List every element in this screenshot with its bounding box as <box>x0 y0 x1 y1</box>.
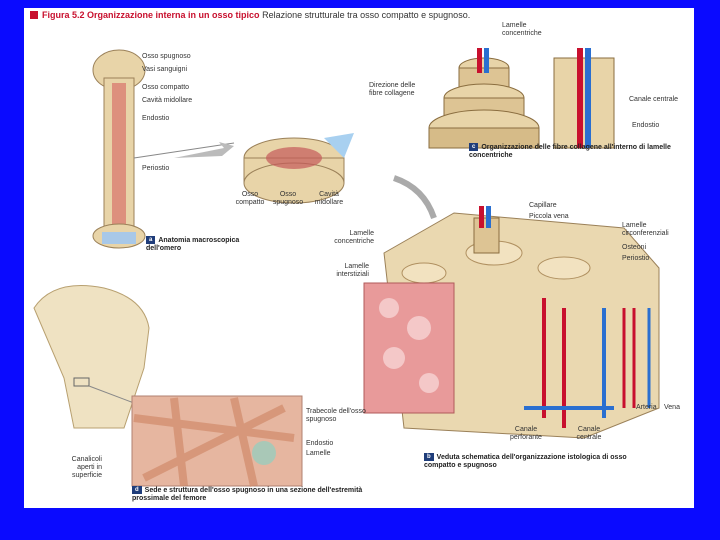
femur-drawing <box>33 285 150 429</box>
figure-header: Figura 5.2 Organizzazione interna in un … <box>30 10 470 20</box>
label-spongy-lamelle: Lamelle <box>306 450 331 457</box>
figure-panel: Figura 5.2 Organizzazione interna in un … <box>24 8 694 508</box>
label-canale-centrale: Canale centrale <box>629 96 679 103</box>
label-block-lamelle-concentriche: Lamelle concentriche <box>334 230 374 245</box>
label-canale-perforante: Canale perforante <box>510 426 542 441</box>
label-spongy-endostio: Endostio <box>306 440 334 447</box>
figure-subtitle: Relazione strutturale tra osso compatto … <box>262 10 471 20</box>
label-arteria: Arteria <box>636 404 657 411</box>
compact-bone-block <box>363 206 660 439</box>
caption-d-text: Sede e struttura dell'osso spugnoso in u… <box>132 486 363 502</box>
figure-title: Organizzazione interna in un osso tipico <box>87 10 260 20</box>
label-osso-compatto: Osso compatto <box>142 84 190 91</box>
label-lamelle-circonferenziali: Lamelle circonferenziali <box>622 222 669 237</box>
caption-c-tag: c <box>469 143 479 151</box>
cross-section-drawing <box>243 133 354 204</box>
label-endostio: Endostio <box>142 115 170 122</box>
caption-c-text: Organizzazione delle fibre collagene all… <box>469 143 671 159</box>
label-cs-compatto: Osso compatto <box>235 191 265 206</box>
bone-illustration <box>33 48 660 487</box>
label-osso-spugnoso: Osso spugnoso <box>142 53 191 60</box>
label-lamelle-concentriche: Lamelle concentriche <box>502 22 542 37</box>
label-cavita-midollare: Cavità midollare <box>142 97 193 104</box>
label-canalicoli: Canalicoli aperti in superficie <box>71 456 102 479</box>
label-trabecole: Trabecole dell'osso spugnoso <box>306 408 366 423</box>
lamellae-drawing <box>392 48 615 220</box>
caption-a-text: Anatomia macroscopica dell'omero <box>146 236 240 252</box>
caption-a-tag: a <box>146 236 156 244</box>
figure-marker <box>30 11 38 19</box>
figure-number: Figura 5.2 <box>42 10 85 20</box>
label-direzione-fibre: Direzione delle fibre collagene <box>369 82 416 97</box>
spongy-magnification <box>131 395 303 487</box>
label-lamelle-interstiziali: Lamelle interstiziali <box>336 263 369 278</box>
caption-d-tag: d <box>132 486 142 494</box>
label-block-canale-centrale: Canale centrale <box>576 426 602 441</box>
label-cs-cavita: Cavità midollare <box>314 191 344 206</box>
label-capillare: Capillare <box>529 202 557 209</box>
label-periostio: Periostio <box>142 165 170 172</box>
caption-b-text: Veduta schematica dell'organizzazione is… <box>424 453 627 469</box>
label-vasi-sanguigni: Vasi sanguigni <box>142 66 188 73</box>
label-piccola-vena: Piccola vena <box>529 213 569 220</box>
caption-b-tag: b <box>424 453 434 461</box>
label-osteoni: Osteoni <box>622 244 647 251</box>
humerus-drawing <box>92 49 235 249</box>
label-lamellae-endostio: Endostio <box>632 122 660 129</box>
label-cs-spugnoso: Osso spugnoso <box>272 191 304 206</box>
label-vena: Vena <box>664 404 680 411</box>
label-block-periostio: Periostio <box>622 255 650 262</box>
